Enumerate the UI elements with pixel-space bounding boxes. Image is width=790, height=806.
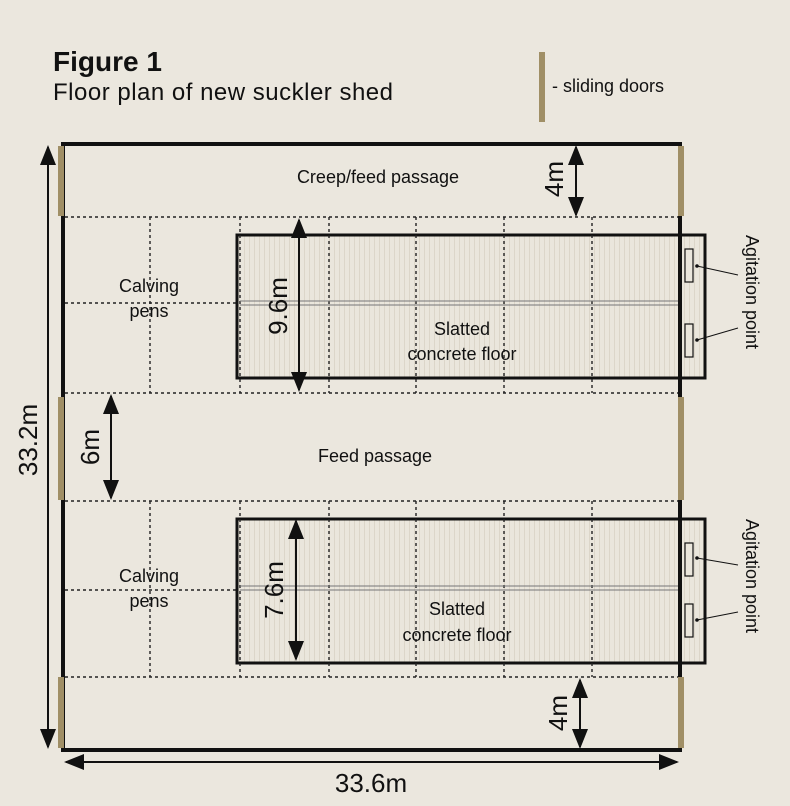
dim-feed-passage: 6m bbox=[75, 429, 105, 465]
dim-upper-slats: 9.6m bbox=[263, 277, 293, 335]
dim-total-width: 33.6m bbox=[335, 768, 407, 798]
creep-feed-passage-label: Creep/feed passage bbox=[297, 167, 459, 187]
sliding-doors bbox=[58, 146, 684, 748]
slat-dividers bbox=[239, 217, 678, 677]
calving-pens-lower-line2: pens bbox=[129, 591, 168, 611]
dim-total-length: 33.2m bbox=[13, 404, 43, 476]
dim-lower-slats: 7.6m bbox=[259, 561, 289, 619]
agitation-points-lower bbox=[684, 542, 739, 638]
feed-passage-label: Feed passage bbox=[318, 446, 432, 466]
agitation-point-label-lower: Agitation point bbox=[742, 519, 762, 633]
slatted-lower-line2: concrete floor bbox=[402, 625, 511, 645]
dimension-arrows bbox=[40, 145, 679, 770]
calving-pens-lower-line1: Calving bbox=[119, 566, 179, 586]
agitation-points-upper bbox=[684, 248, 739, 358]
slatted-floor-upper bbox=[235, 233, 707, 380]
calving-pens-upper-line1: Calving bbox=[119, 276, 179, 296]
slatted-lower-line1: Slatted bbox=[429, 599, 485, 619]
slatted-upper-line1: Slatted bbox=[434, 319, 490, 339]
calving-pens-upper-line2: pens bbox=[129, 301, 168, 321]
agitation-point-label-upper: Agitation point bbox=[742, 235, 762, 349]
legend-door-label: - sliding doors bbox=[552, 76, 664, 96]
slatted-floor-lower bbox=[235, 517, 707, 665]
slatted-upper-line2: concrete floor bbox=[407, 344, 516, 364]
dim-top-passage: 4m bbox=[539, 161, 569, 197]
figure-subtitle: Floor plan of new suckler shed bbox=[53, 79, 394, 106]
dim-bottom-passage: 4m bbox=[543, 695, 573, 731]
pen-grid bbox=[65, 216, 678, 678]
figure-title: Figure 1 bbox=[53, 46, 162, 77]
